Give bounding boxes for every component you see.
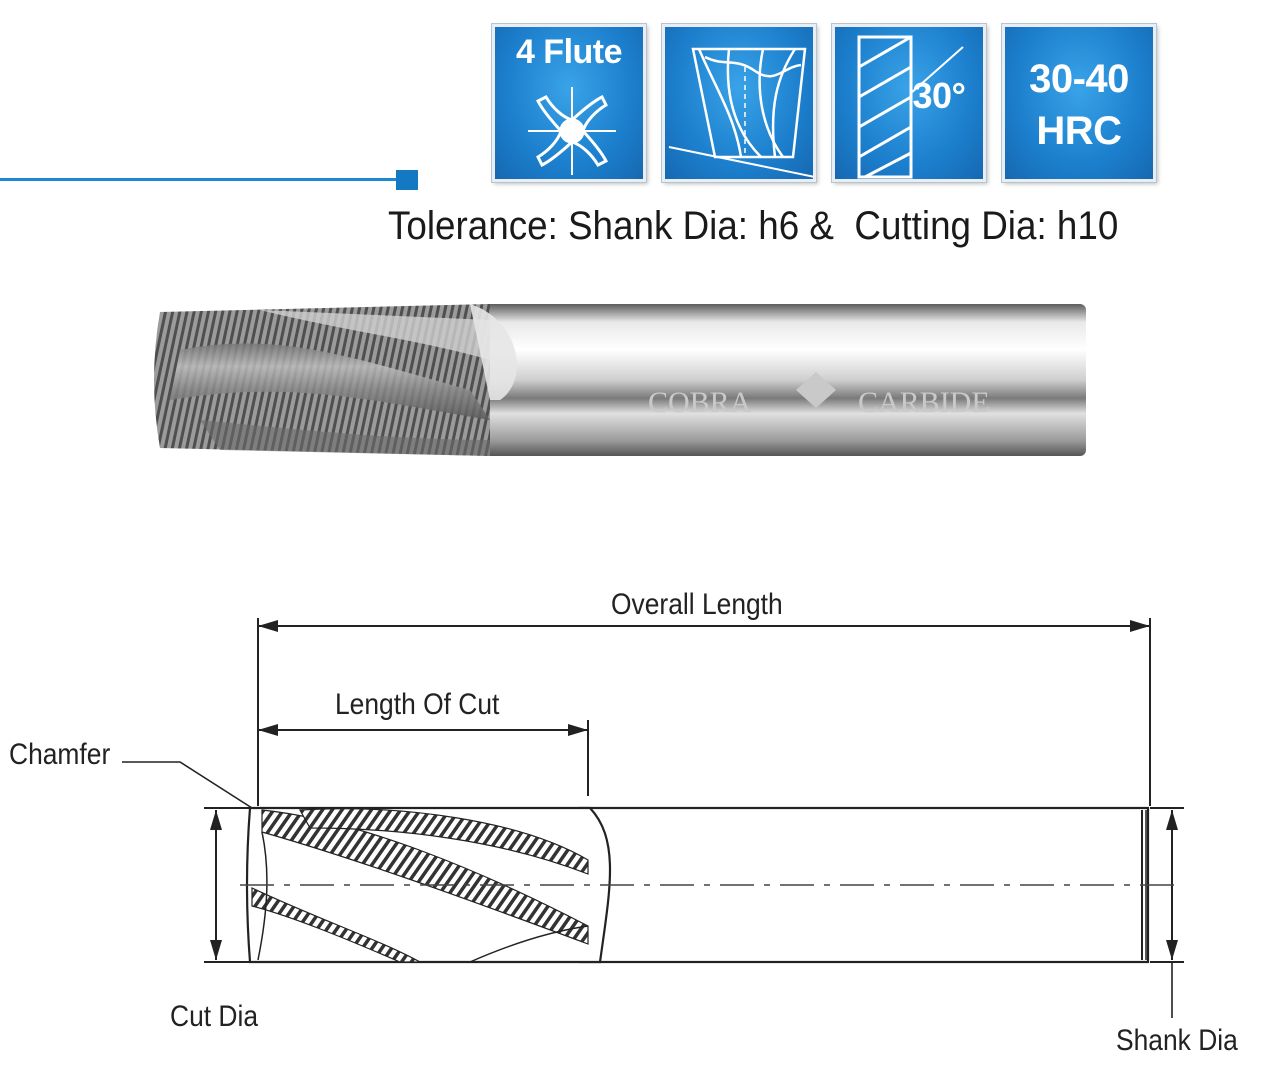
cobra-logo-icon (796, 372, 836, 408)
product-photo: COBRA CARBIDE (154, 304, 1086, 456)
accent-square (396, 170, 418, 190)
overall-length-label: Overall Length (611, 588, 783, 621)
chamfer-label: Chamfer (9, 738, 111, 771)
badge-hardness-unit: HRC (1036, 109, 1122, 153)
watermark-cobra: COBRA (648, 386, 752, 419)
badge-angle: 30° (832, 24, 986, 182)
length-of-cut-label: Length Of Cut (335, 688, 500, 721)
badge-angle-label: 30° (912, 75, 966, 116)
badge-flute: 4 Flute (492, 24, 646, 182)
badge-hardness: 30-40 HRC (1002, 24, 1156, 182)
accent-line (0, 178, 400, 181)
helix-angle-icon (857, 35, 964, 179)
cut-dia-label: Cut Dia (170, 1000, 259, 1033)
badge-hardness-range: 30-40 (1029, 57, 1129, 101)
dimension-drawing (122, 618, 1184, 1018)
badge-flute-label: 4 Flute (515, 33, 623, 71)
watermark-carbide: CARBIDE (858, 386, 990, 419)
tolerance-text: Tolerance: Shank Dia: h6 & Cutting Dia: … (388, 204, 1119, 248)
badge-helix (662, 24, 816, 182)
variable-helix-icon (668, 47, 813, 178)
end-mill-cross-section-icon (528, 87, 616, 175)
shank-dia-label: Shank Dia (1116, 1024, 1238, 1057)
shank (480, 304, 1086, 456)
